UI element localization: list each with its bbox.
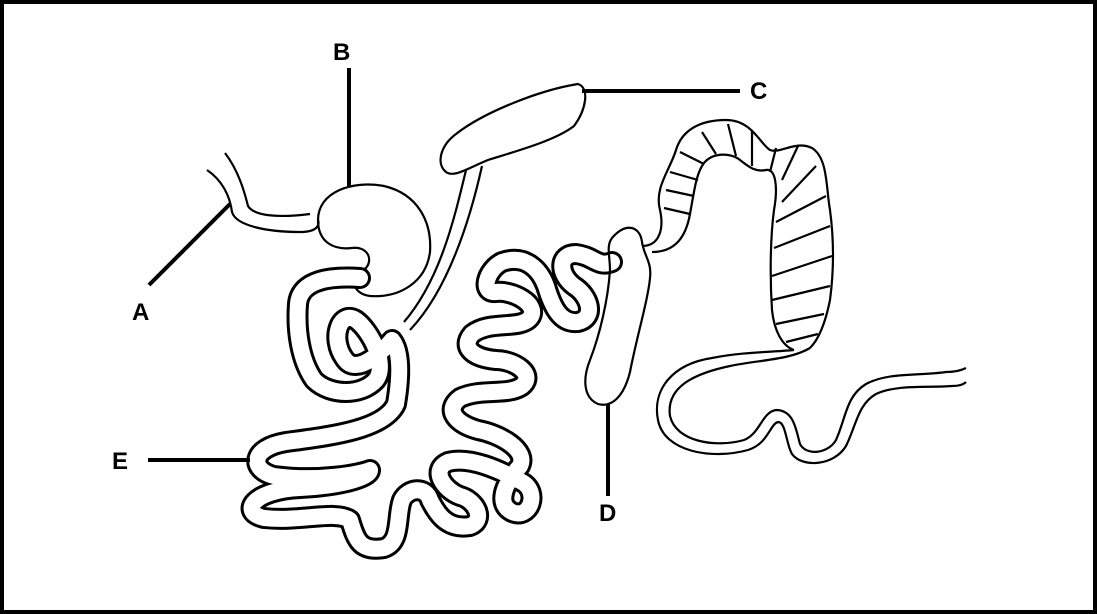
oesophagus bbox=[207, 153, 318, 232]
label-e: E bbox=[112, 448, 128, 475]
large-intestine bbox=[642, 120, 966, 463]
leader-line-a bbox=[149, 204, 230, 285]
small-intestine bbox=[252, 254, 612, 549]
label-b: B bbox=[333, 39, 350, 66]
label-d: D bbox=[599, 500, 616, 527]
label-a: A bbox=[132, 299, 149, 326]
label-c: C bbox=[750, 78, 767, 105]
